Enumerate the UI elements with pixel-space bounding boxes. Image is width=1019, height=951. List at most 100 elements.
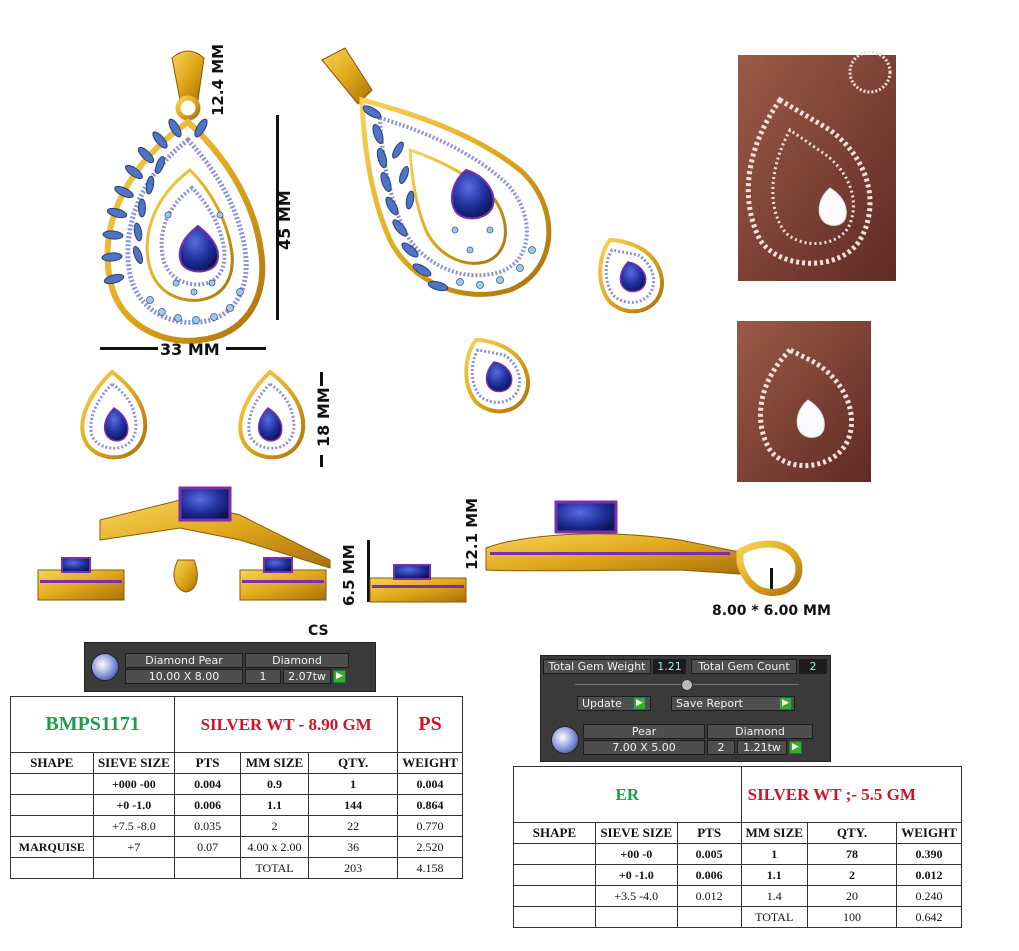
total-gem-count-label: Total Gem Count	[691, 659, 797, 674]
cell-qty: 36	[308, 836, 399, 858]
cell-shape	[513, 864, 596, 886]
cell-pts: 0.07	[174, 836, 241, 858]
silver-weight: SILVER WT ;- 5.5 GM	[740, 766, 963, 823]
col-header: SIEVE SIZE	[92, 752, 176, 774]
col-header: SIEVE SIZE	[594, 822, 678, 844]
play-arrow-icon[interactable]: ▶	[333, 670, 346, 683]
cell-qty: 144	[308, 794, 399, 816]
product-photo-pendant	[738, 50, 896, 281]
pear-gem-icon[interactable]	[551, 726, 579, 754]
side-view-renders	[37, 486, 803, 603]
dim-pendant-side: 12.1 MM	[463, 497, 481, 570]
cell-qty: 203	[308, 857, 399, 879]
cell-shape	[513, 843, 596, 865]
cell-qty: 20	[806, 885, 898, 907]
cell-mm: 1.1	[239, 794, 310, 816]
gem-weight-field[interactable]: 2.07tw	[283, 669, 331, 684]
cell-mm: 4.00 x 2.00	[239, 836, 310, 858]
total-gem-count-value: 2	[799, 659, 827, 674]
gem-type-label: Diamond	[707, 724, 813, 739]
gem-panel-earring: Total Gem Weight 1.21 Total Gem Count 2 …	[540, 655, 831, 762]
gem-count-field[interactable]: 1	[245, 669, 281, 684]
update-arrow-icon[interactable]: ▶	[633, 697, 646, 710]
slider-handle[interactable]	[681, 679, 693, 691]
col-header: WEIGHT	[397, 752, 463, 774]
cell-qty: 100	[806, 906, 898, 928]
gem-size-field[interactable]: 7.00 X 5.00	[583, 740, 705, 755]
ps-spec-table: BMPS1171 SILVER WT - 8.90 GM PS SHAPE SI…	[9, 696, 463, 879]
design-code: BMPS1171	[9, 696, 176, 753]
cell-sieve: +7	[92, 836, 176, 858]
dimension-lines	[100, 115, 773, 602]
gem-panel-pendant: Diamond Pear 10.00 X 8.00 Diamond 1 2.07…	[84, 642, 376, 692]
col-header: SHAPE	[10, 752, 94, 774]
gem-type-label: Diamond	[245, 653, 349, 668]
silver-weight: SILVER WT - 8.90 GM	[174, 696, 399, 753]
cell-shape	[513, 906, 596, 928]
cell-sieve: +000 -00	[92, 773, 176, 795]
diamond-pear-icon[interactable]	[91, 653, 119, 681]
table-header-row: SHAPE SIEVE SIZE PTS MM SIZE QTY. WEIGHT	[513, 822, 962, 844]
col-header: MM SIZE	[239, 752, 310, 774]
cell-mm: 1	[740, 843, 808, 865]
cell-sieve: +0 -1.0	[594, 864, 678, 886]
gem-count-field[interactable]: 2	[707, 740, 735, 755]
cell-mm: TOTAL	[740, 906, 808, 928]
cell-pts	[676, 906, 742, 928]
product-photo-earring	[737, 321, 871, 482]
pendant-perspective-render	[321, 47, 552, 297]
col-header: QTY.	[806, 822, 898, 844]
col-header: QTY.	[308, 752, 399, 774]
dim-pendant-loop: 12.4 MM	[209, 43, 227, 116]
play-arrow-icon[interactable]: ▶	[789, 741, 802, 754]
cell-pts: 0.004	[174, 773, 241, 795]
col-header: WEIGHT	[896, 822, 962, 844]
cell-sieve: +3.5 -4.0	[594, 885, 678, 907]
dim-pendant-width: 33 MM	[160, 340, 220, 359]
gem-size-field[interactable]: 10.00 X 8.00	[125, 669, 243, 684]
cell-shape	[10, 773, 94, 795]
product-type: ER	[513, 766, 742, 823]
dim-earring-side: 6.5 MM	[340, 544, 358, 606]
cell-pts: 0.035	[174, 815, 241, 837]
er-spec-table: ER SILVER WT ;- 5.5 GM SHAPE SIEVE SIZE …	[513, 766, 963, 928]
product-type: PS	[397, 696, 463, 753]
cell-weight: 0.240	[896, 885, 962, 907]
cell-shape	[10, 815, 94, 837]
cell-weight: 4.158	[397, 857, 463, 879]
cell-shape	[10, 794, 94, 816]
cell-qty: 22	[308, 815, 399, 837]
gem-weight-field[interactable]: 1.21tw	[737, 740, 787, 755]
col-header: SHAPE	[513, 822, 596, 844]
save-report-arrow-icon[interactable]: ▶	[779, 697, 792, 710]
cell-weight: 0.004	[397, 773, 463, 795]
total-gem-weight-value: 1.21	[653, 659, 686, 674]
cell-sieve: +7.5 -8.0	[92, 815, 176, 837]
cell-weight: 0.012	[896, 864, 962, 886]
col-header: MM SIZE	[740, 822, 808, 844]
cell-weight: 0.642	[896, 906, 962, 928]
gem-shape-label: Pear	[583, 724, 705, 739]
save-report-button[interactable]: Save Report	[671, 696, 795, 711]
cell-qty: 78	[806, 843, 898, 865]
cell-weight: 0.770	[397, 815, 463, 837]
total-gem-weight-label: Total Gem Weight	[543, 659, 651, 674]
cell-pts: 0.005	[676, 843, 742, 865]
gem-shape-label: Diamond Pear	[125, 653, 243, 668]
dim-pendant-height: 45 MM	[275, 190, 294, 250]
cell-sieve	[92, 857, 176, 879]
table-header-row: SHAPE SIEVE SIZE PTS MM SIZE QTY. WEIGHT	[10, 752, 463, 774]
dim-earring-height: 18 MM	[314, 387, 333, 447]
update-button[interactable]: Update	[577, 696, 651, 711]
earring-perspective-render	[464, 237, 664, 414]
earring-front-render	[80, 369, 306, 460]
